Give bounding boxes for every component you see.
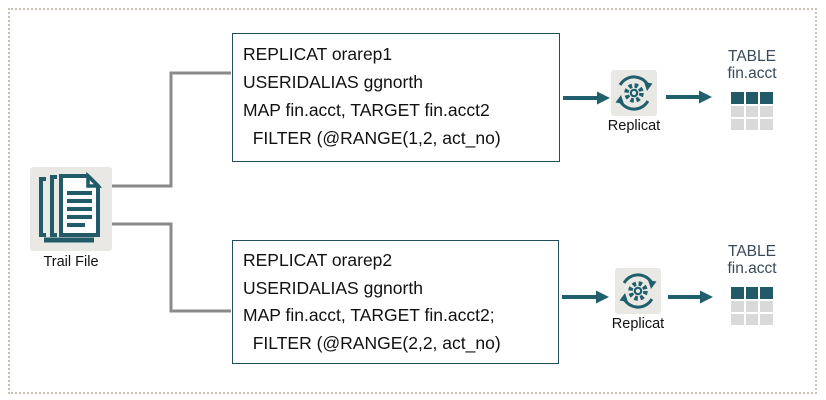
table-grid-icon (731, 92, 773, 130)
replicat-process-icon-1 (611, 70, 657, 116)
param-line: FILTER (@RANGE(2,2, act_no) (243, 332, 501, 353)
param-line: USERIDALIAS ggnorth (243, 277, 423, 298)
param-line: USERIDALIAS ggnorth (243, 72, 423, 92)
arrow-box2-to-replicat2 (562, 290, 609, 304)
target-table-2: TABLE fin.acct (718, 243, 786, 325)
param-line: MAP fin.acct, TARGET fin.acct2 (243, 100, 490, 120)
replicat-param-file-2: REPLICAT orarep2 USERIDALIAS ggnorth MAP… (232, 240, 559, 364)
arrow-replicat2-to-table2 (668, 290, 713, 304)
replicat-param-file-1: REPLICAT orarep1 USERIDALIAS ggnorth MAP… (232, 33, 560, 162)
gear-cycle-glyph (615, 75, 653, 111)
replicat-process-icon-2 (615, 268, 661, 314)
param-line: REPLICAT orarep1 (243, 44, 393, 64)
target-table-1: TABLE fin.acct (718, 48, 786, 130)
gear-cycle-glyph (619, 273, 657, 309)
arrow-box1-to-replicat1 (563, 91, 610, 105)
arrow-replicat1-to-table1 (666, 90, 712, 104)
table-title: TABLE (728, 48, 776, 65)
connector-trail-to-box2 (112, 222, 231, 313)
replicat-label-1: Replicat (607, 118, 661, 134)
table-name: fin.acct (727, 65, 777, 82)
trail-file-label: Trail File (43, 254, 99, 270)
param-line: REPLICAT orarep2 (243, 250, 393, 270)
stacked-documents-glyph (39, 171, 103, 243)
replicat-label-2: Replicat (611, 316, 665, 332)
table-title: TABLE (728, 243, 776, 260)
param-line: MAP fin.acct, TARGET fin.acct2; (243, 305, 495, 325)
trail-file-icon (30, 167, 112, 251)
connector-trail-to-box1 (112, 71, 231, 188)
table-name: fin.acct (727, 260, 777, 277)
table-grid-icon (731, 287, 773, 325)
param-line: FILTER (@RANGE(1,2, act_no) (243, 128, 501, 148)
